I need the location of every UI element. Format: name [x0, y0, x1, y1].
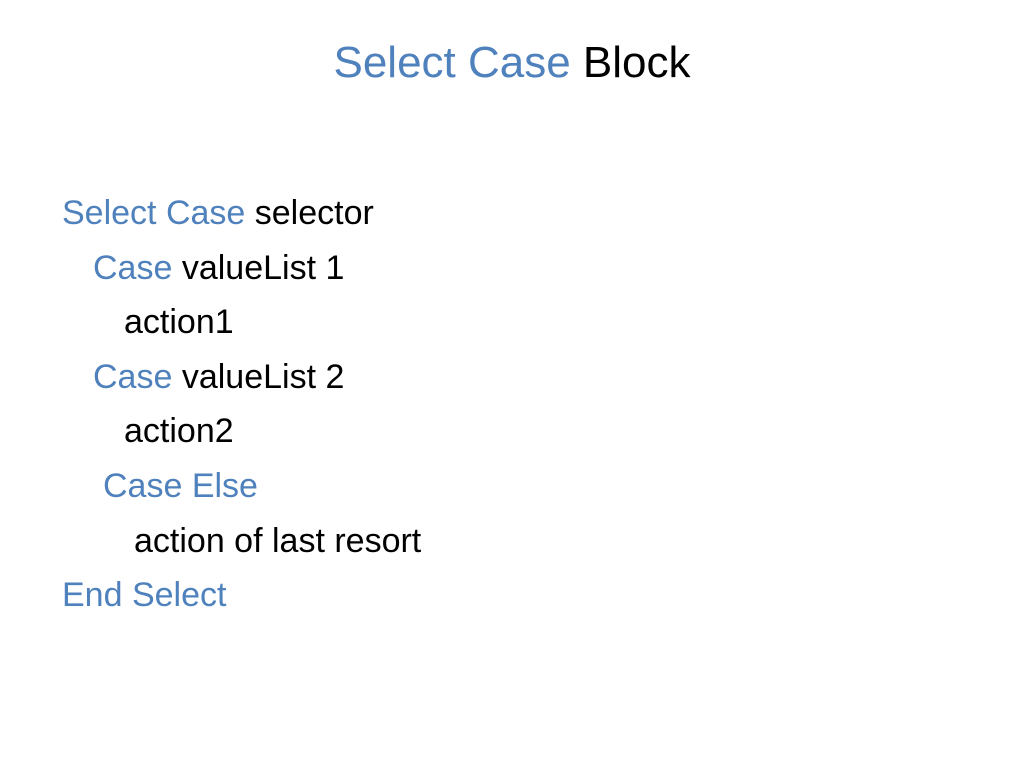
code-keyword: Select Case — [62, 194, 246, 232]
code-line-end-select: End Select — [62, 568, 421, 623]
code-keyword: Case — [93, 357, 173, 396]
code-keyword: Case — [93, 248, 173, 287]
code-line-case-2: Case valueList 2 — [62, 350, 421, 405]
code-line-last-resort: action of last resort — [62, 514, 421, 569]
code-keyword: End Select — [62, 576, 227, 615]
code-text: action of last resort — [134, 521, 422, 560]
slide-title: Select Case Block — [0, 30, 1024, 96]
code-line-case-1: Case valueList 1 — [62, 241, 421, 296]
code-text: action1 — [124, 303, 234, 342]
code-text: selector — [245, 194, 374, 232]
code-block: Select Case selector Case valueList 1 ac… — [62, 186, 421, 623]
code-keyword: Case Else — [103, 466, 258, 505]
code-line-select-case: Select Case selector — [62, 186, 421, 241]
code-line-action2: action2 — [62, 404, 421, 459]
code-text: valueList 2 — [172, 357, 345, 396]
code-text: valueList 1 — [172, 248, 345, 287]
title-keyword: Select Case — [333, 38, 571, 87]
code-text: action2 — [124, 412, 234, 451]
code-line-case-else: Case Else — [62, 459, 421, 514]
code-line-action1: action1 — [62, 295, 421, 350]
title-text: Block — [570, 38, 691, 87]
